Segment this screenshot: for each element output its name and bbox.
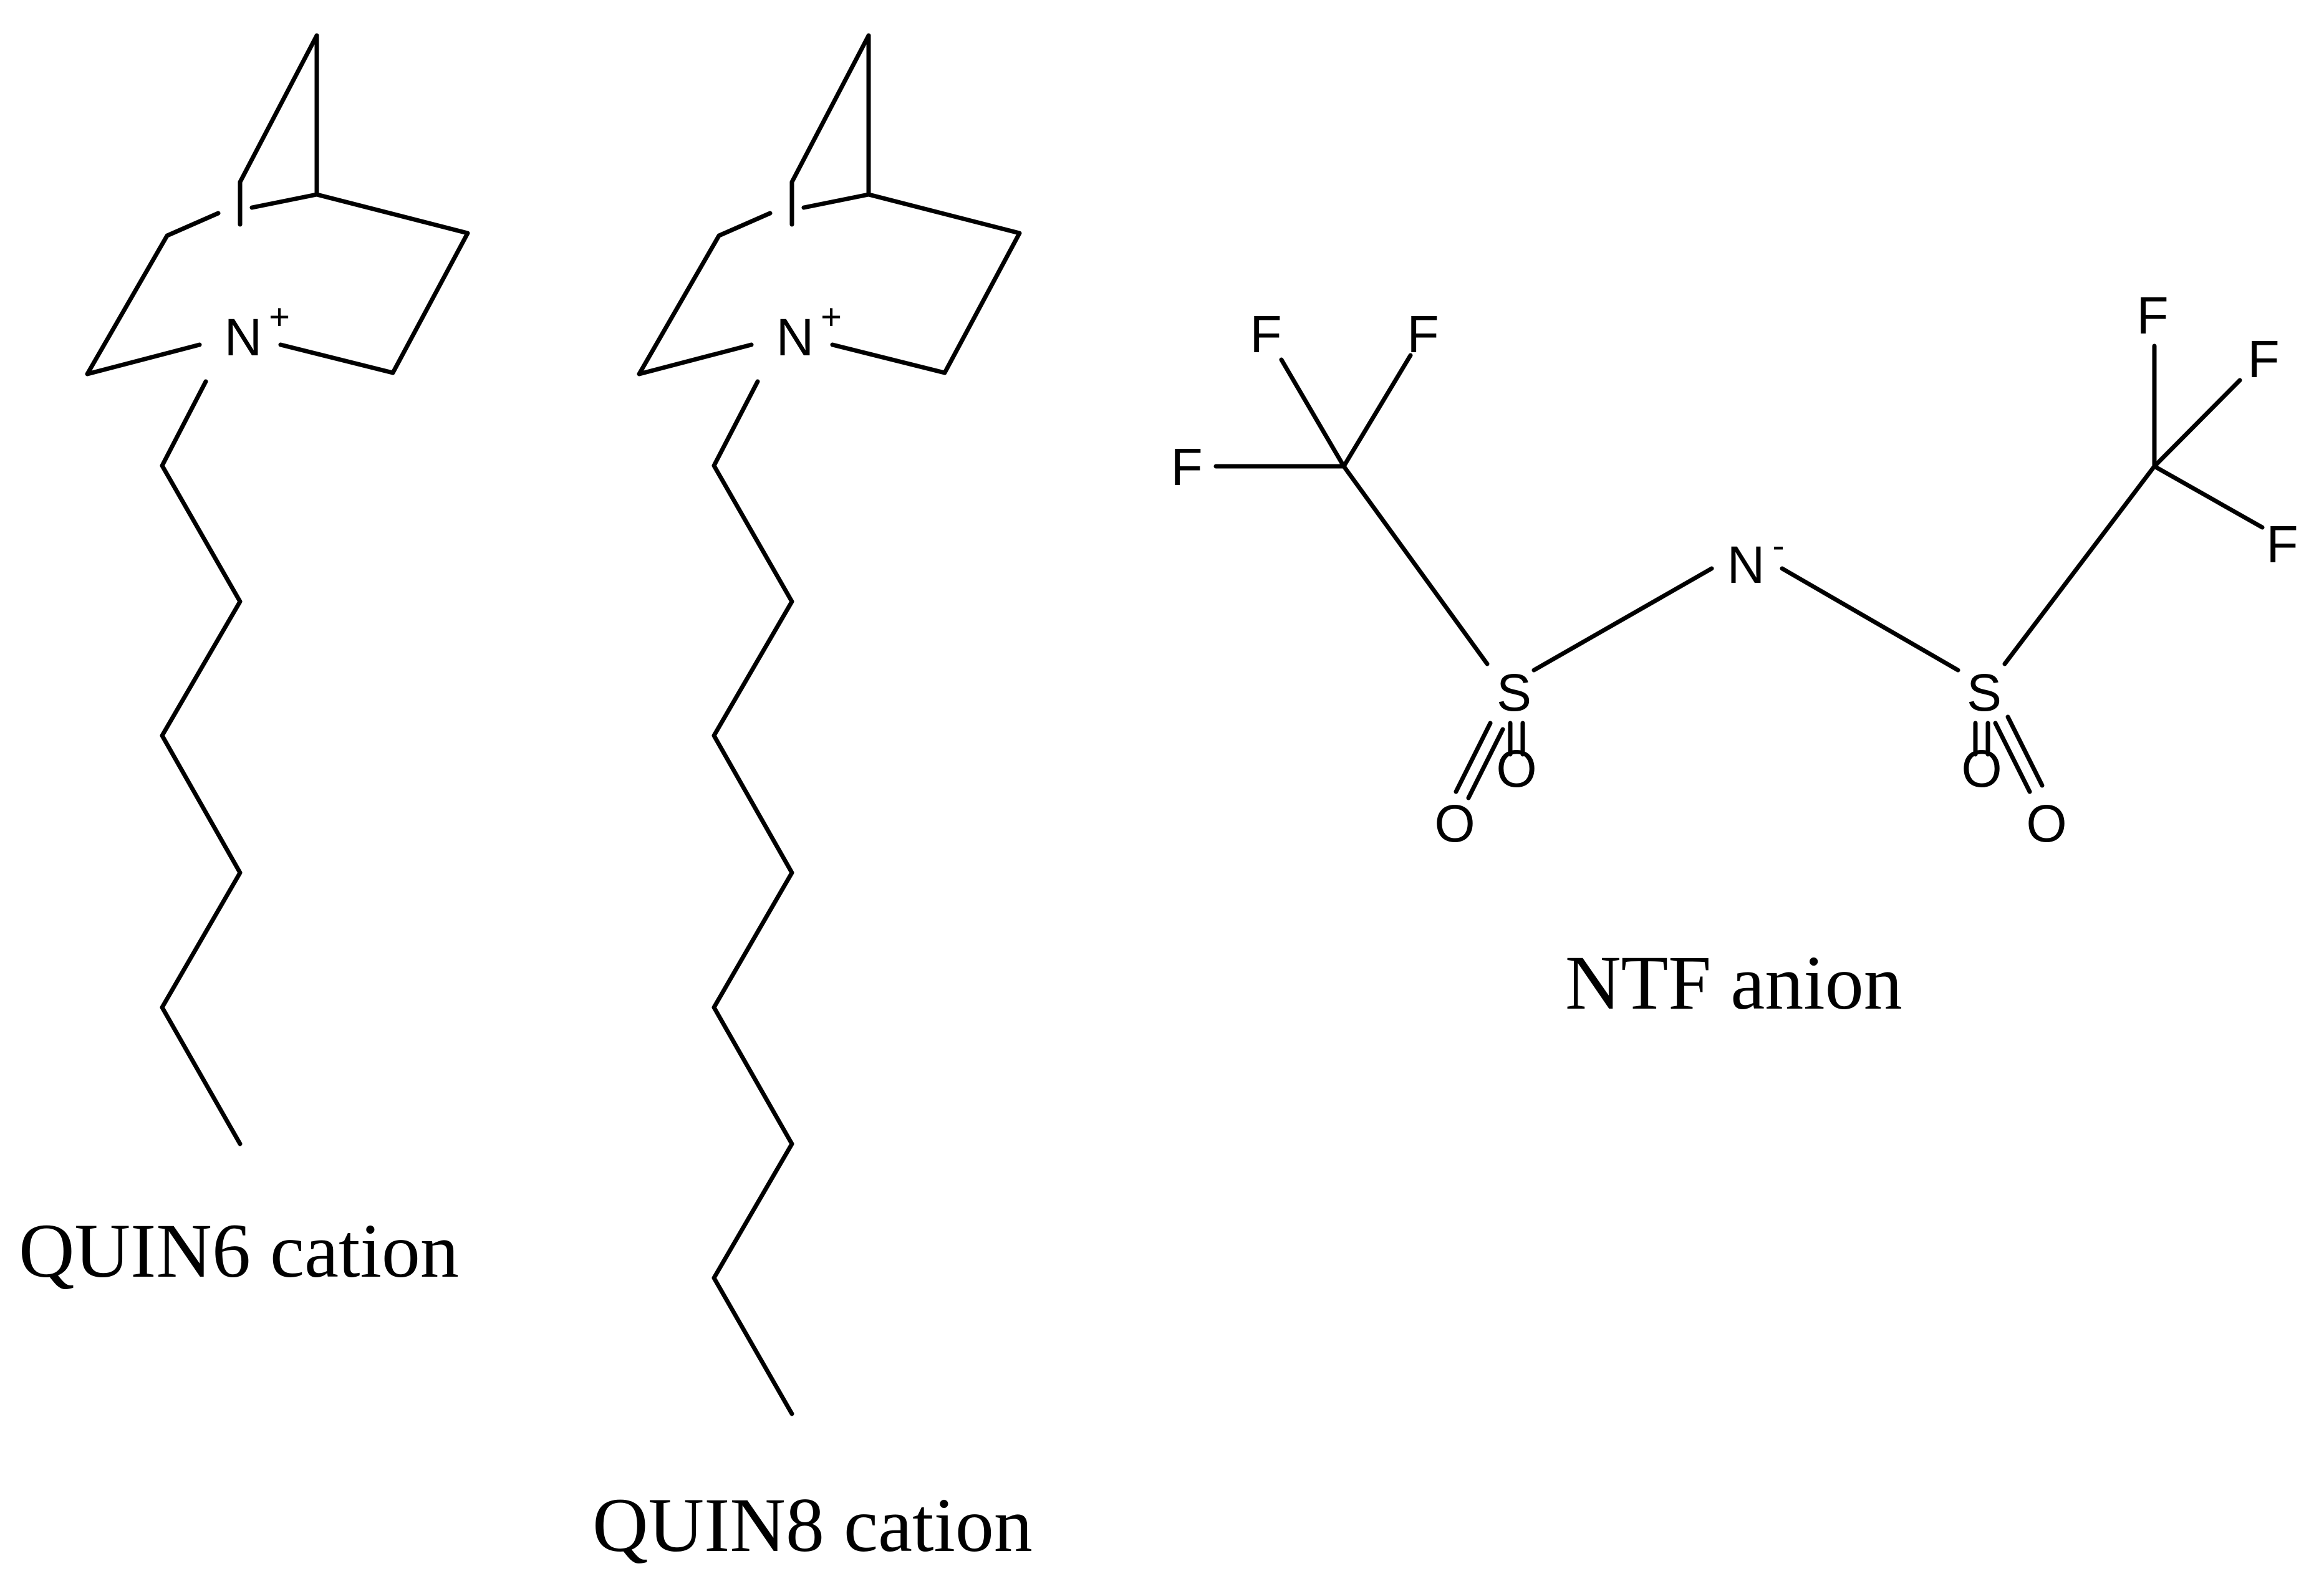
quin6-hexyl-chain <box>160 379 243 1146</box>
ntf-s2-c2-bond <box>2002 464 2157 666</box>
ntf-s2-o-double-bond-d <box>2005 714 2045 788</box>
quin6-cage-back-bond <box>238 33 319 227</box>
quin8-positive-charge: + <box>821 297 842 337</box>
quin8-cage-left-bond <box>637 211 773 377</box>
ntf-anion: F F F S O O N - S O O F F F <box>1170 286 2298 853</box>
quin8-cage-right-bond <box>830 33 1022 375</box>
ntf-negative-charge: - <box>1772 526 1784 566</box>
ntf-c1-f-bond-upper-left <box>1279 357 1346 469</box>
ntf-fluorine-3: F <box>1170 438 1202 496</box>
ntf-fluorine-5: F <box>2247 330 2279 388</box>
quin8-cage-back-bond <box>789 33 871 227</box>
ntf-caption: NTF anion <box>1565 940 1902 1025</box>
quin8-caption: QUIN8 cation <box>592 1482 1033 1568</box>
quin8-octyl-chain <box>711 379 794 1416</box>
ntf-fluorine-2: F <box>1407 305 1439 363</box>
quin6-nitrogen-label: N <box>224 308 263 367</box>
ntf-oxygen-1: O <box>1496 739 1536 798</box>
quin6-cage-bridge-bond <box>249 192 319 210</box>
quin8-nitrogen-label: N <box>776 308 814 367</box>
ntf-sulfur-2: S <box>1967 663 2002 722</box>
quin6-cation: N + <box>85 33 470 1146</box>
ntf-s1-n-bond <box>1531 566 1714 673</box>
quin6-cage-right-bond <box>278 33 470 375</box>
ntf-s2-o-double-bond-c <box>1993 721 2032 794</box>
ntf-s1-o-double-bond-a <box>1454 721 1493 794</box>
quin8-cage-bridge-bond <box>801 192 871 210</box>
ntf-oxygen-3: O <box>1961 739 2002 798</box>
ntf-c1-s1-bond <box>1341 464 1490 666</box>
quin6-caption: QUIN6 cation <box>19 1208 459 1294</box>
ntf-c1-f-bond-upper-right <box>1341 353 1413 469</box>
quin6-bonds <box>85 33 470 1146</box>
ntf-fluorine-1: F <box>1250 305 1281 363</box>
ntf-n-s2-bond <box>1780 566 1960 673</box>
quin6-cage-left-bond <box>85 211 221 377</box>
ntf-s1-o-double-bond-b <box>1466 727 1505 800</box>
ntf-fluorine-4: F <box>2136 286 2168 345</box>
quin8-bonds <box>637 33 1022 1416</box>
quin8-cation: N + <box>637 33 1022 1416</box>
ntf-nitrogen: N <box>1727 535 1765 594</box>
ntf-fluorine-6: F <box>2266 515 2298 574</box>
ntf-sulfur-1: S <box>1497 663 1531 722</box>
ntf-bonds <box>1213 343 2265 800</box>
ntf-oxygen-4: O <box>2026 794 2066 853</box>
ntf-c2-f-bond-lower-right <box>2152 464 2265 530</box>
ntf-oxygen-2: O <box>1434 794 1475 853</box>
quin6-positive-charge: + <box>269 297 290 337</box>
ntf-c2-f-bond-upper-right <box>2152 378 2242 469</box>
